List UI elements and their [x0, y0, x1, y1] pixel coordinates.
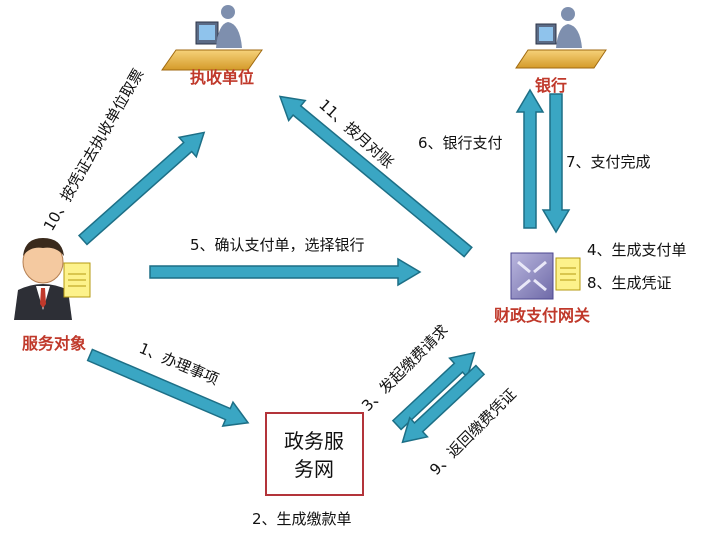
step-7-label: 7、支付完成	[566, 153, 651, 171]
arrow-10	[77, 131, 206, 246]
arrow-11	[278, 95, 473, 258]
arrow-6	[515, 88, 545, 229]
step-4-label: 4、生成支付单	[587, 241, 687, 259]
gateway-label: 财政支付网关	[493, 306, 590, 325]
step-8-label: 8、生成凭证	[587, 274, 672, 292]
step-5-label: 5、确认支付单，选择银行	[190, 236, 365, 254]
client-label: 服务对象	[22, 334, 86, 353]
service-portal-box	[265, 412, 364, 496]
arrow-5	[149, 257, 422, 287]
receiver-label: 执收单位	[190, 68, 254, 87]
gateway-router-icon	[510, 252, 581, 300]
client-person-icon	[14, 238, 91, 320]
service-portal-label-line1: 政务服	[284, 429, 344, 453]
arrow-1	[86, 348, 250, 427]
receiver-workstation-icon	[161, 5, 263, 71]
service-portal-label-line2: 务网	[294, 457, 334, 481]
arrow-9	[401, 364, 486, 444]
step-10-label: 10、按凭证去执收单位取票	[40, 66, 148, 234]
step-2-label: 2、生成缴款单	[252, 510, 352, 528]
arrow-7	[541, 93, 571, 234]
bank-workstation-icon	[515, 7, 607, 69]
step-6-label: 6、银行支付	[418, 134, 503, 152]
bank-label: 银行	[535, 76, 567, 95]
